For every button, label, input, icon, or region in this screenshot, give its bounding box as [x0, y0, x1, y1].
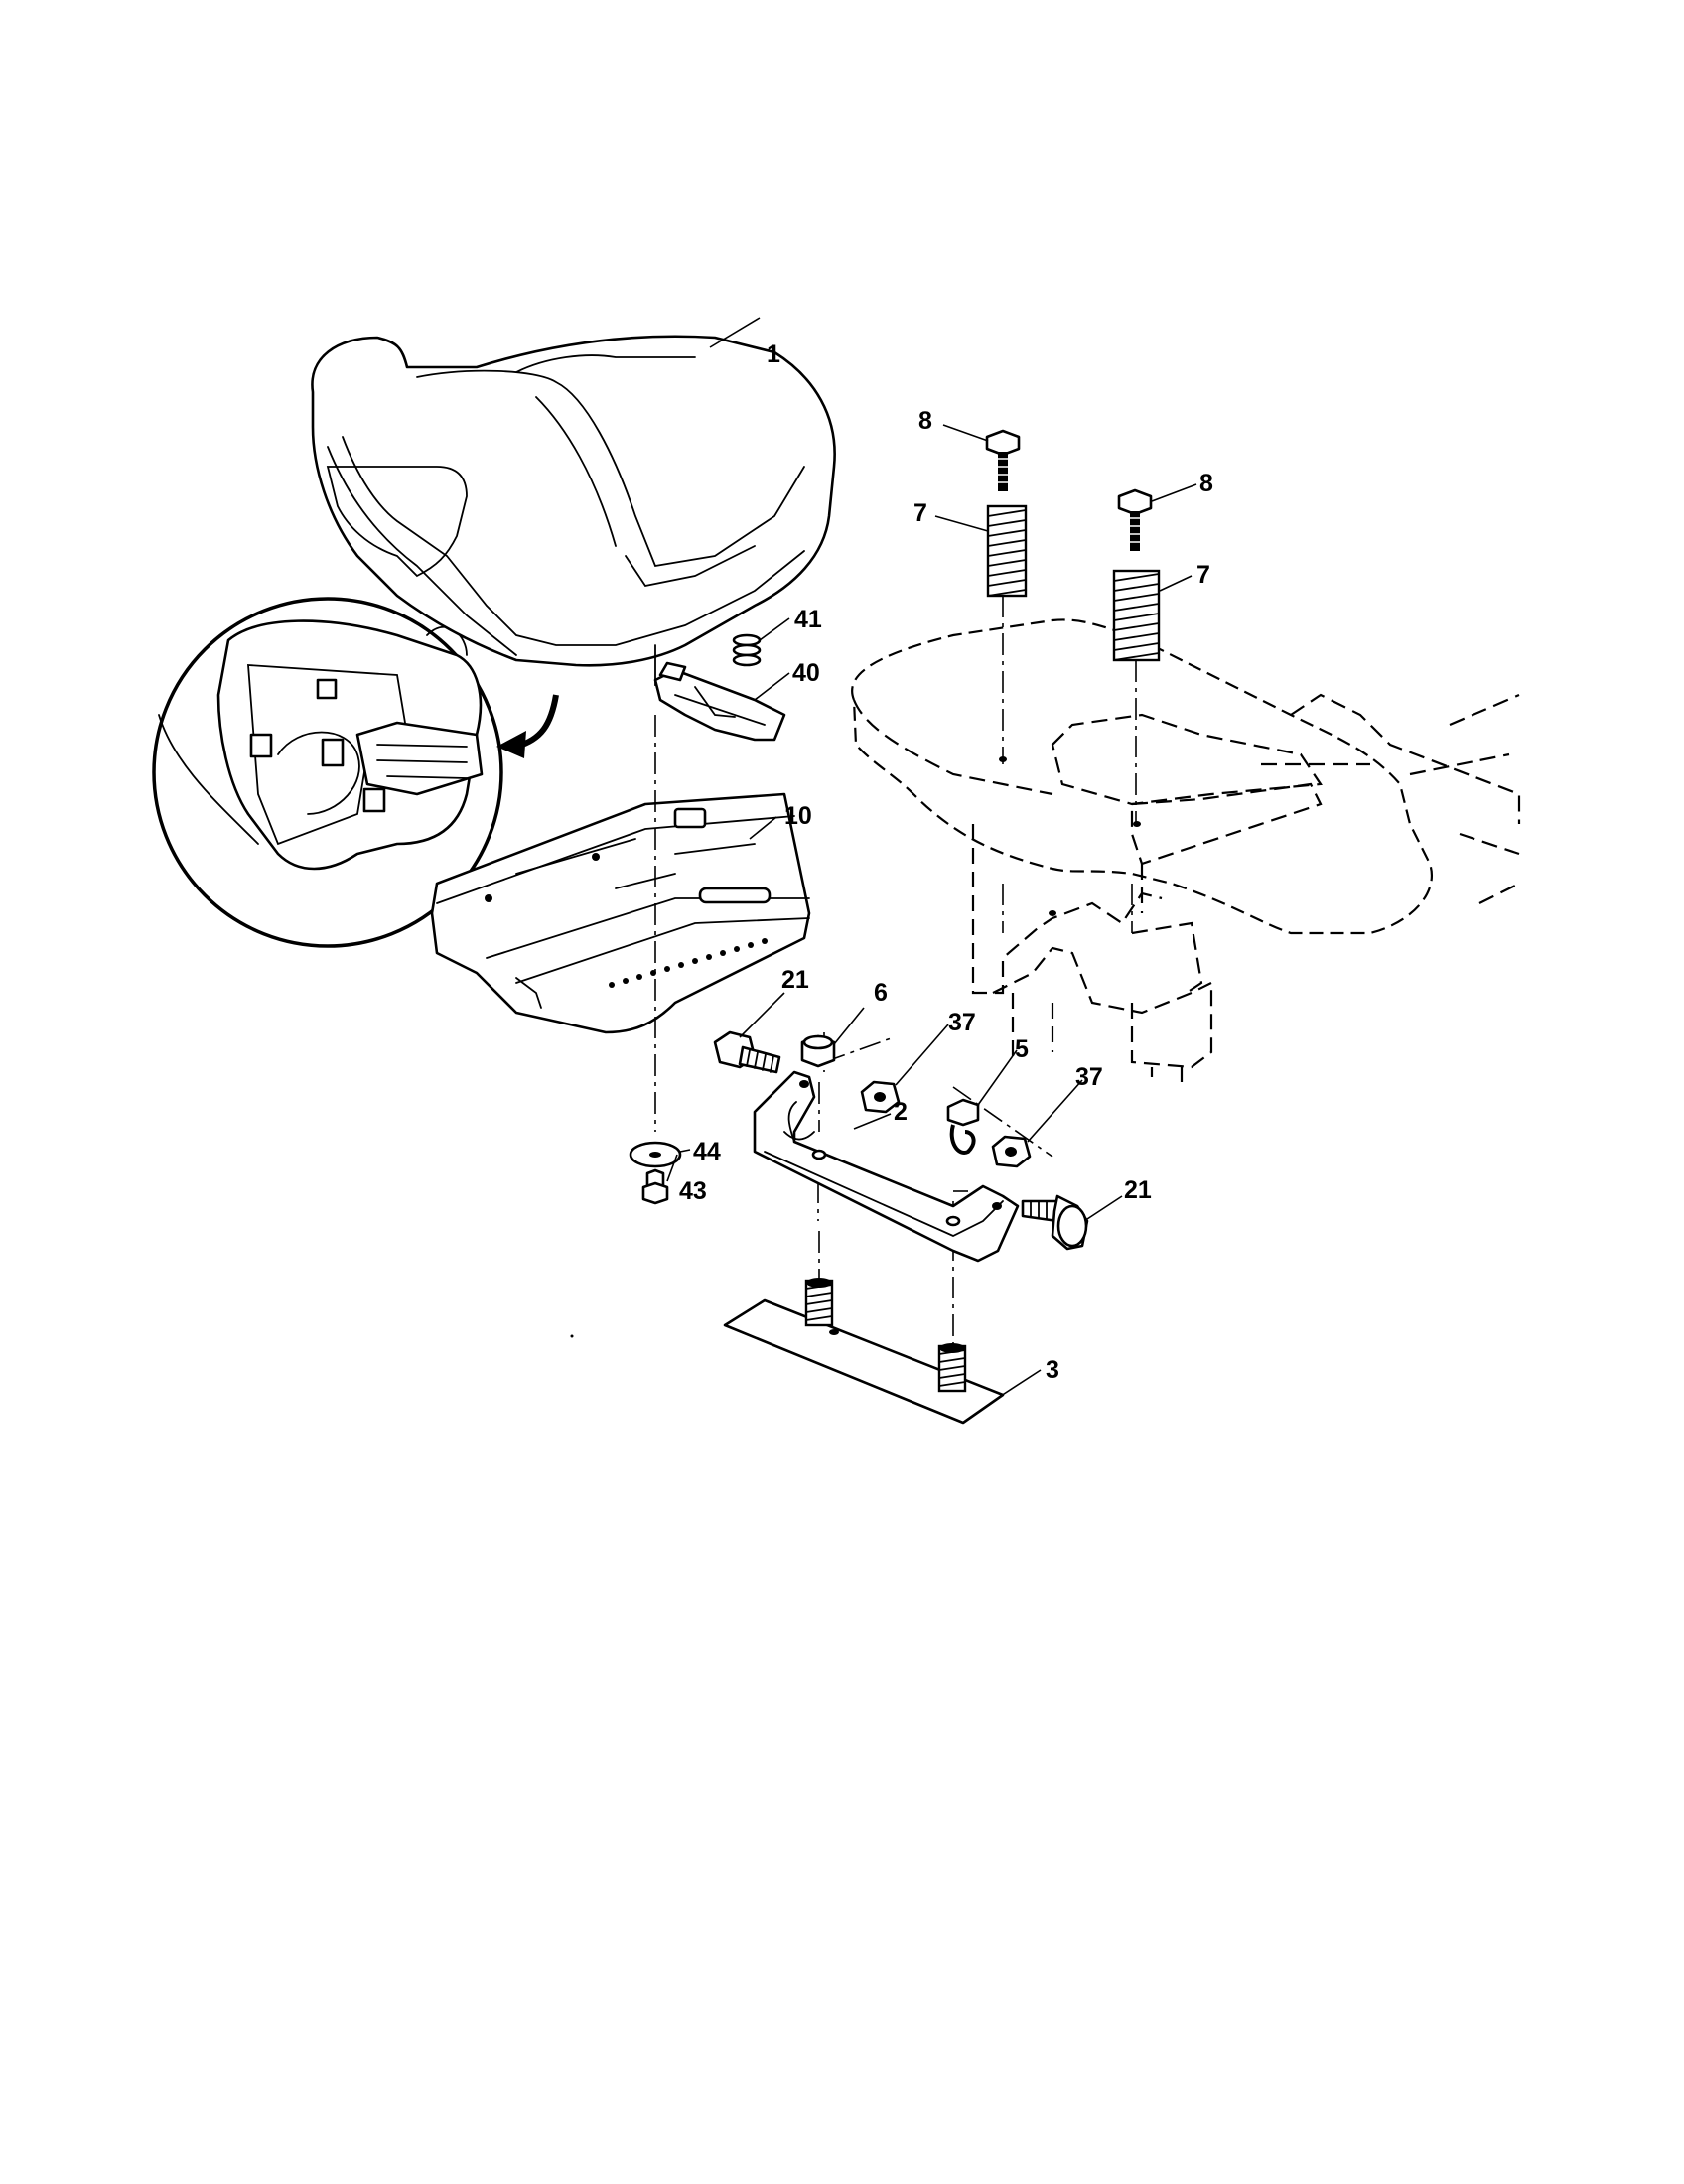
callout-3: 3 [1046, 1356, 1059, 1384]
bolt-21-right [1021, 1194, 1089, 1251]
callout-6: 6 [874, 979, 888, 1007]
spring-7-right [1112, 569, 1161, 662]
detail-inset-circle [152, 597, 503, 948]
callout-37b: 37 [1075, 1063, 1103, 1091]
nut-37-right [991, 1135, 1032, 1168]
callout-40: 40 [792, 659, 820, 687]
callout-21b: 21 [1124, 1176, 1152, 1204]
callout-7a: 7 [913, 499, 927, 527]
seat-pan [430, 792, 811, 1034]
bolt-43 [641, 1168, 669, 1205]
callout-5: 5 [1015, 1035, 1029, 1063]
stud-left [804, 1278, 834, 1327]
speck [570, 1334, 574, 1338]
callout-43: 43 [679, 1177, 707, 1205]
locknut-6 [800, 1034, 836, 1068]
callout-21a: 21 [781, 966, 809, 994]
callout-7b: 7 [1196, 561, 1210, 589]
callout-1: 1 [767, 341, 780, 368]
callout-8b: 8 [1199, 470, 1213, 497]
detail-arrow [496, 694, 559, 758]
bolt-8-left [985, 429, 1021, 491]
callout-8a: 8 [918, 407, 932, 435]
bolt-21-left [713, 1030, 781, 1074]
leader-lines [666, 317, 1197, 1397]
centerlines [654, 596, 1137, 1350]
callout-44: 44 [693, 1138, 721, 1165]
seat-switch-plate [653, 661, 786, 742]
clip-5 [946, 1098, 980, 1155]
callout-2: 2 [894, 1098, 908, 1126]
seat [311, 335, 836, 686]
callout-10: 10 [784, 802, 812, 830]
spring-7-left [986, 504, 1028, 598]
stud-right [937, 1343, 967, 1393]
nut-37-left [860, 1080, 901, 1114]
seat-bracket [753, 1070, 1020, 1263]
callout-41: 41 [794, 606, 822, 633]
fender-phantom [851, 618, 1521, 1082]
washer-44 [629, 1141, 682, 1168]
spring-41 [732, 633, 762, 667]
callout-37a: 37 [948, 1009, 976, 1036]
callout-labels: 1 8 8 7 7 41 40 10 21 6 37 5 37 2 44 43 … [679, 341, 1213, 1384]
bolt-8-right [1117, 488, 1153, 551]
base-plate [723, 1298, 1005, 1425]
